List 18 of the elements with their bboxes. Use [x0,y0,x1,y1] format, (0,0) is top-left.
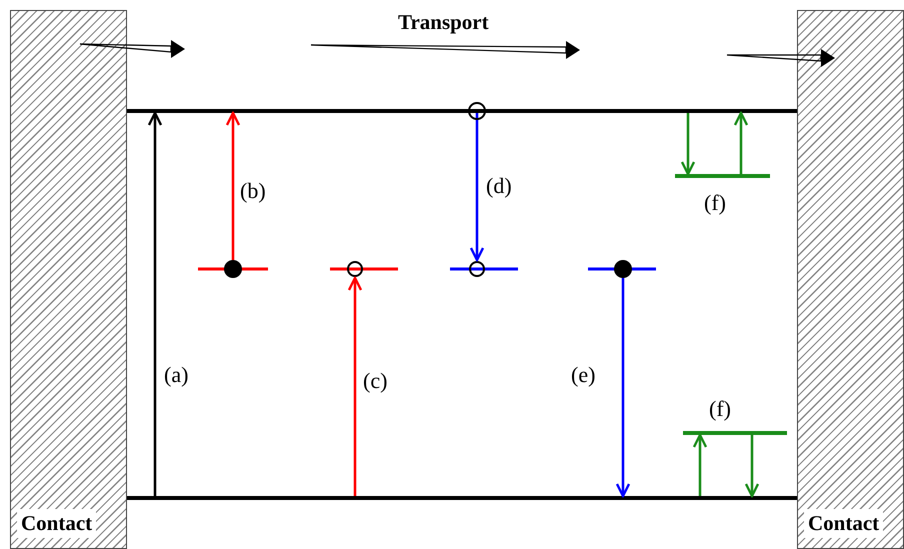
arrow [348,276,362,496]
defect-level [330,260,398,278]
contact-block [797,10,904,549]
defect-level [450,260,518,278]
contact-block [10,10,127,549]
arrow [680,113,696,176]
arrow [616,278,630,498]
arrow [692,434,708,496]
arrow [470,113,484,262]
defect-level [588,260,656,278]
contact-label: Contact [17,509,96,538]
contact-label: Contact [804,509,884,538]
arrow [734,112,748,174]
arrow [744,435,760,498]
defect-level [198,260,268,278]
arrow [148,112,162,496]
arrow [226,112,240,260]
transport-label: Transport [398,10,489,34]
